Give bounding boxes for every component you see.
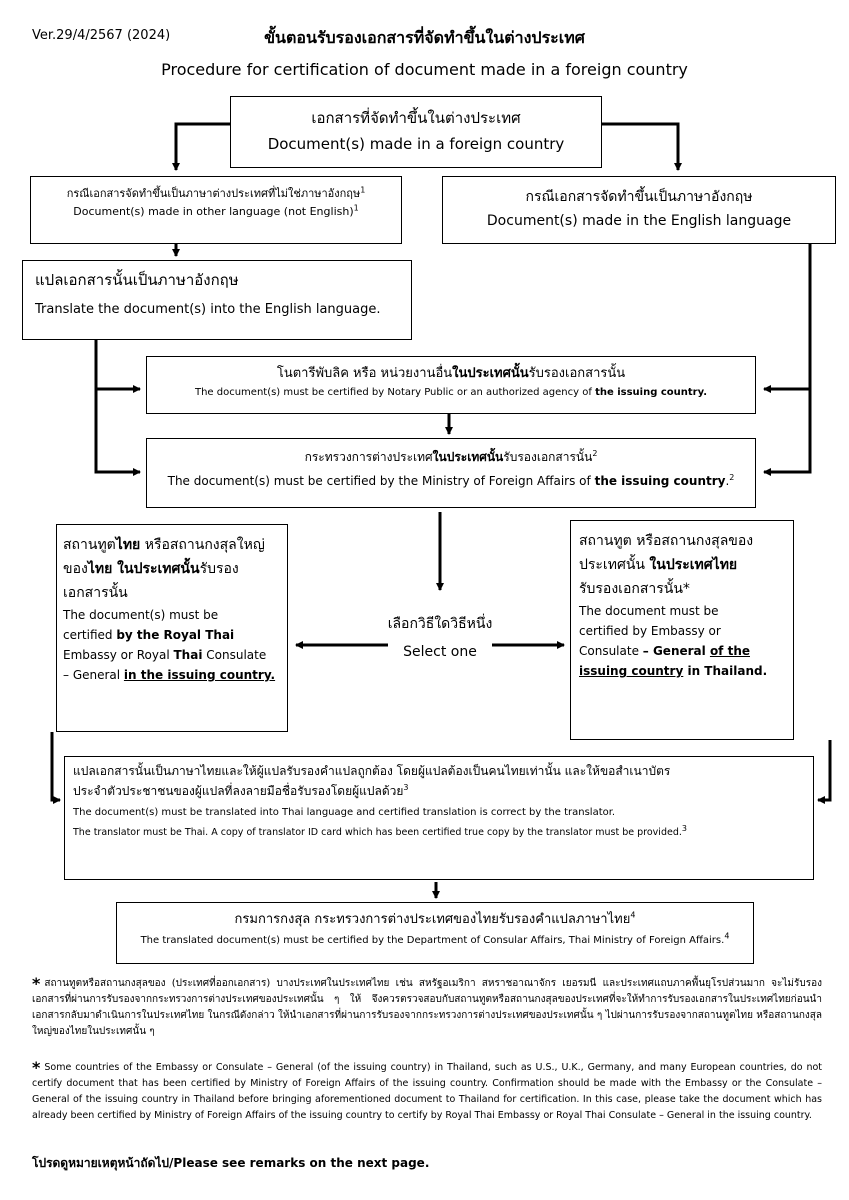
box-notary-certification: โนตารีพับลิค หรือ หน่วยงานอื่นในประเทศนั… [146,356,756,414]
thai-translation-en-line1: The document(s) must be translated into … [73,807,616,818]
foreign-embassy-en-line3: Consulate – General of the [579,644,750,658]
english-th: กรณีเอกสารจัดทำขึ้นเป็นภาษาอังกฤษ [525,189,753,205]
box-consular-affairs: กรมการกงสุล กระทรวงการต่างประเทศของไทยรั… [116,902,754,964]
foreign-embassy-th-line3: รับรองเอกสารนั้น* [579,581,690,597]
notary-en: The document(s) must be certified by Not… [194,387,708,398]
foreign-embassy-th-line2: ประเทศนั้น ในประเทศไทย [579,557,738,573]
thai-translation-th-line2: ประจำตัวประชาชนของผู้แปลที่ลงลายมือชื่อร… [73,783,409,799]
page-title-thai: ขั้นตอนรับรองเอกสารที่จัดทำขึ้นในต่างประ… [264,28,585,47]
other-lang-th: กรณีเอกสารจัดทำขึ้นเป็นภาษาต่างประเทศที่… [66,185,366,200]
thai-embassy-en-line1: The document(s) must be [63,608,219,622]
asterisk-english: * [32,1058,41,1077]
box-other-language: กรณีเอกสารจัดทำขึ้นเป็นภาษาต่างประเทศที่… [30,176,402,244]
select-one-label: เลือกวิธีใดวิธีหนึ่ง Select one [370,612,510,664]
translate-en: Translate the document(s) into the Engli… [35,302,381,317]
box-mfa-certification: กระทรวงการต่างประเทศในประเทศนั้นรับรองเอ… [146,438,756,508]
box-foreign-embassy: สถานทูต หรือสถานกงสุลของ ประเทศนั้น ในปร… [570,520,794,740]
foreign-embassy-en-line2: certified by Embassy or [579,624,721,638]
note-thai: *สถานทูตหรือสถานกงสุลของ (ประเทศที่ออกเอ… [32,974,822,1038]
english-en: Document(s) made in the English language [486,213,792,229]
thai-embassy-en-line4: – General in the issuing country. [63,668,276,682]
version-label: Ver.29/4/2567 (2024) [32,28,171,43]
consular-en: The translated document(s) must be certi… [140,931,730,946]
note-english: *Some countries of the Embassy or Consul… [32,1058,822,1122]
page-title-english: Procedure for certification of document … [161,60,688,79]
select-th: เลือกวิธีใดวิธีหนึ่ง [387,616,493,632]
translate-th: แปลเอกสารนั้นเป็นภาษาอังกฤษ [35,271,239,289]
asterisk-thai: * [32,974,41,993]
thai-embassy-en-line3: Embassy or Royal Thai Consulate [63,648,267,662]
foreign-embassy-en-line4: issuing country in Thailand. [579,664,768,678]
thai-translation-th-line1: แปลเอกสารนั้นเป็นภาษาไทยและให้ผู้แปลรับร… [73,764,671,778]
foreign-embassy-en-line1: The document must be [579,604,719,618]
box-thai-embassy: สถานทูตไทย หรือสถานกงสุลใหญ่ ของไทย ในปร… [56,524,288,732]
other-lang-en: Document(s) made in other language (not … [73,203,359,218]
thai-embassy-en-line2: certified by the Royal Thai [63,628,235,642]
thai-embassy-th-line2: ของไทย ในประเทศนั้นรับรอง [63,561,239,577]
thai-translation-en-line2: The translator must be Thai. A copy of t… [73,823,687,838]
select-en: Select one [403,644,477,660]
notary-th: โนตารีพับลิค หรือ หน่วยงานอื่นในประเทศนั… [276,366,626,381]
footer-next-page: โปรดดูหมายเหตุหน้าถัดไป/Please see remar… [32,1156,430,1170]
mfa-en: The document(s) must be certified by the… [167,473,735,489]
mfa-th: กระทรวงการต่างประเทศในประเทศนั้นรับรองเอ… [304,449,598,465]
box-english-language: กรณีเอกสารจัดทำขึ้นเป็นภาษาอังกฤษ Docume… [442,176,836,244]
foreign-embassy-th-line1: สถานทูต หรือสถานกงสุลของ [579,533,754,549]
source-th: เอกสารที่จัดทำขึ้นในต่างประเทศ [311,109,521,127]
thai-embassy-th-line1: สถานทูตไทย หรือสถานกงสุลใหญ่ [63,537,265,553]
box-translate-english: แปลเอกสารนั้นเป็นภาษาอังกฤษ Translate th… [22,260,412,340]
thai-embassy-th-line3: เอกสารนั้น [63,585,128,601]
box-thai-translation: แปลเอกสารนั้นเป็นภาษาไทยและให้ผู้แปลรับร… [64,756,814,880]
consular-th: กรมการกงสุล กระทรวงการต่างประเทศของไทยรั… [234,910,636,927]
source-en: Document(s) made in a foreign country [267,135,565,153]
box-source-document: เอกสารที่จัดทำขึ้นในต่างประเทศ Document(… [230,96,602,168]
